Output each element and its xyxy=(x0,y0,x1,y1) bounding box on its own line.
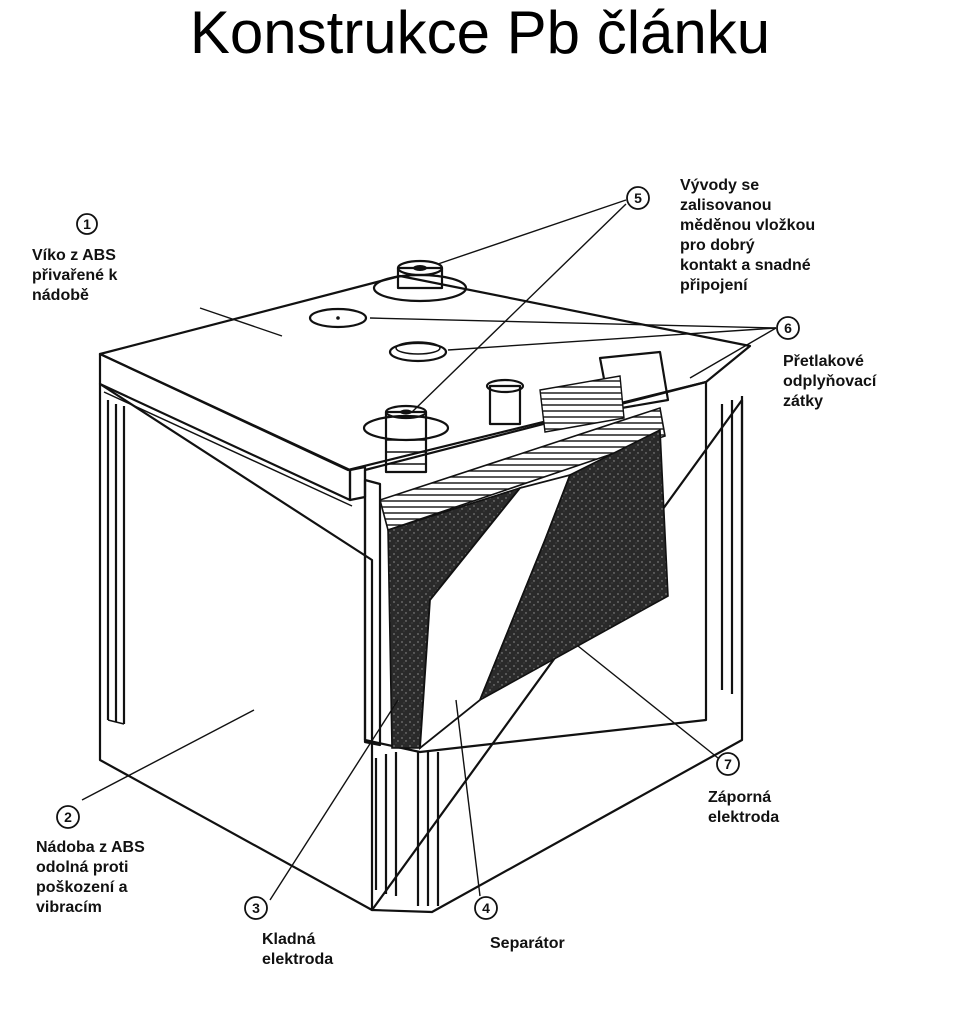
callout-marker-2: 2 xyxy=(56,805,80,829)
svg-text:1: 1 xyxy=(83,216,91,232)
svg-text:poškození a: poškození a xyxy=(36,879,128,896)
svg-text:měděnou vložkou: měděnou vložkou xyxy=(680,217,815,234)
svg-text:kontakt a snadné: kontakt a snadné xyxy=(680,257,811,274)
callout-label-4: Separátor xyxy=(490,935,565,952)
svg-text:Kladná: Kladná xyxy=(262,931,315,948)
svg-text:nádobě: nádobě xyxy=(32,287,89,304)
callout-label-7: Záporná elektroda xyxy=(708,789,779,826)
callout-marker-5: 5 xyxy=(626,186,650,210)
svg-text:Víko z ABS: Víko z ABS xyxy=(32,247,116,264)
svg-text:odolná proti: odolná proti xyxy=(36,859,128,876)
svg-text:3: 3 xyxy=(252,900,260,916)
svg-text:přivařené k: přivařené k xyxy=(32,267,117,284)
leader-lines xyxy=(81,199,777,901)
case-corner-ribs-right xyxy=(720,396,744,700)
case-corner-ribs-front xyxy=(374,752,440,906)
svg-text:Přetlakové: Přetlakové xyxy=(783,353,864,370)
callout-marker-4: 4 xyxy=(474,896,498,920)
svg-text:7: 7 xyxy=(724,756,732,772)
svg-text:6: 6 xyxy=(784,320,792,336)
svg-text:zalisovanou: zalisovanou xyxy=(680,197,772,214)
svg-text:pro dobrý: pro dobrý xyxy=(680,237,755,254)
terminal-rear xyxy=(372,259,468,303)
vent-plug-flat xyxy=(308,307,368,329)
cutaway-interior xyxy=(363,350,708,754)
vent-plug-raised xyxy=(388,341,448,363)
svg-text:Separátor: Separátor xyxy=(490,935,565,952)
case-corner-ribs-left xyxy=(106,400,126,725)
callout-label-5: Vývody se zalisovanou měděnou vložkou pr… xyxy=(680,177,815,294)
svg-text:4: 4 xyxy=(482,900,490,916)
svg-text:připojení: připojení xyxy=(680,277,748,294)
callout-marker-3: 3 xyxy=(244,896,268,920)
svg-text:2: 2 xyxy=(64,809,72,825)
svg-text:elektroda: elektroda xyxy=(262,951,333,968)
callout-label-1: Víko z ABS přivařené k nádobě xyxy=(32,247,117,304)
svg-text:vibracím: vibracím xyxy=(36,899,102,916)
callout-label-6: Přetlakové odplyňovací zátky xyxy=(783,353,877,410)
svg-text:5: 5 xyxy=(634,190,642,206)
svg-text:zátky: zátky xyxy=(783,393,823,410)
page-title: Konstrukce Pb článku xyxy=(189,0,771,66)
svg-text:odplyňovací: odplyňovací xyxy=(783,373,877,390)
callout-marker-1: 1 xyxy=(76,213,98,235)
svg-text:Záporná: Záporná xyxy=(708,789,771,806)
callout-label-3: Kladná elektroda xyxy=(262,931,333,968)
negative-electrode xyxy=(478,428,669,702)
callout-marker-6: 6 xyxy=(776,316,800,340)
terminal-front xyxy=(362,404,450,474)
svg-text:elektroda: elektroda xyxy=(708,809,779,826)
svg-text:Nádoba z ABS: Nádoba z ABS xyxy=(36,839,145,856)
vent-plug-cutaway xyxy=(485,378,525,426)
svg-text:Vývody se: Vývody se xyxy=(680,177,759,194)
callout-label-2: Nádoba z ABS odolná proti poškození a vi… xyxy=(36,839,145,916)
callout-marker-7: 7 xyxy=(716,752,740,776)
